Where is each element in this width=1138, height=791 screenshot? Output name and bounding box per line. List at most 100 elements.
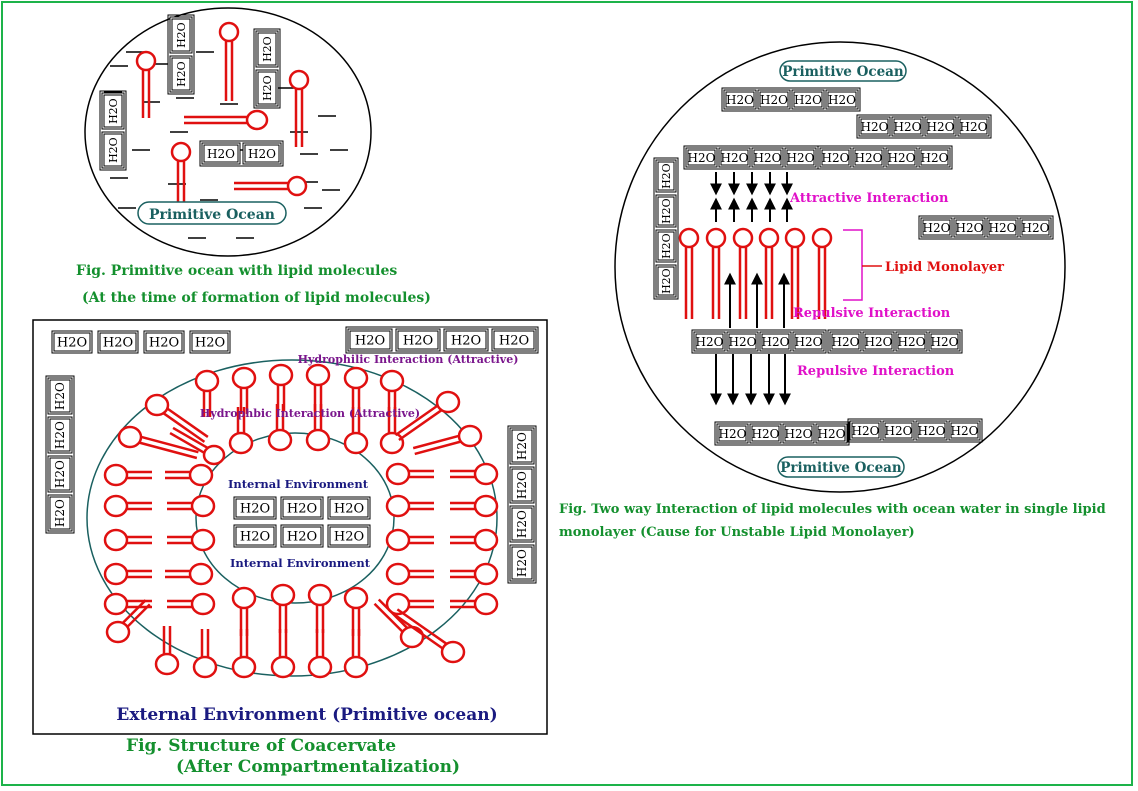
water-molecule-label: H2O <box>726 93 754 107</box>
water-molecule-label: H2O <box>240 502 270 517</box>
fig3-internal-label-2: Internal Environment <box>230 556 371 570</box>
fig3-hydrophobic-label: Hydrophbic Interaction (Attractive) <box>200 407 420 420</box>
water-molecule-label: H2O <box>787 151 815 165</box>
lipid-molecule <box>343 407 369 455</box>
water-molecule-label: H2O <box>515 432 529 460</box>
lipid-molecule <box>103 528 152 552</box>
fig2-repulsive-label-1: Repulsive Interaction <box>793 306 951 321</box>
lipid-molecule <box>385 494 434 518</box>
fig2-repulsive-label-2: Repulsive Interaction <box>797 364 955 379</box>
lipid-molecule <box>231 366 257 414</box>
lipid-molecule <box>270 583 296 633</box>
water-molecule-label: H2O <box>754 151 782 165</box>
water-molecule-label: H2O <box>852 424 880 438</box>
fig3-coacervate: H2O H2O H2O H2O H2O H2O H2O H2O H2O H2O H2O H2O H2O H… <box>32 319 548 735</box>
lipid-molecule <box>165 562 214 586</box>
lipid-molecule <box>393 608 466 664</box>
water-molecule-label: H2O <box>515 549 529 577</box>
fig2-monolayer-label: Lipid Monolayer <box>885 260 1004 275</box>
lipid-molecule <box>167 592 216 616</box>
water-molecule-label: H2O <box>53 382 67 410</box>
lipid-molecule <box>169 426 226 466</box>
lipid-molecule <box>450 528 499 552</box>
water-molecule-label: H2O <box>921 151 949 165</box>
lipid-molecule <box>167 494 216 518</box>
water-molecule-label: H2O <box>53 499 67 527</box>
fig2-lipids <box>678 227 833 319</box>
lipid-molecule <box>343 366 369 414</box>
fig1-lipids <box>135 21 310 205</box>
fig3-internal-label-1: Internal Environment <box>228 477 369 491</box>
fig1-ocean-label: Primitive Ocean <box>149 207 275 223</box>
water-molecule-label: H2O <box>660 198 673 224</box>
water-molecule-label: H2O <box>760 93 788 107</box>
water-molecule-label: H2O <box>149 336 179 351</box>
water-molecule-label: H2O <box>240 530 270 545</box>
lipid-molecule <box>144 393 209 443</box>
water-molecule-label: H2O <box>951 424 979 438</box>
fig3-lipids <box>103 363 499 679</box>
water-molecule-label: H2O <box>927 120 955 134</box>
water-molecule-label: H2O <box>195 336 225 351</box>
fig2-top-ocean-label-box <box>779 60 907 82</box>
lipid-molecule <box>394 390 461 442</box>
fig3-external-label: External Environment (Primitive ocean) <box>116 705 497 725</box>
water-molecule-label: H2O <box>248 147 276 161</box>
water-molecule-label: H2O <box>785 427 813 441</box>
water-molecule-label: H2O <box>729 335 757 349</box>
water-molecule-label: H2O <box>832 335 860 349</box>
water-molecule-label: H2O <box>334 530 364 545</box>
water-molecule-label: H2O <box>794 93 822 107</box>
fig3-caption-line1: Fig. Structure of Coacervate <box>126 736 397 756</box>
lipid-molecule <box>170 141 192 205</box>
fig3-inner-boundary <box>195 432 395 604</box>
water-molecule-label: H2O <box>107 137 120 163</box>
water-molecule-label: H2O <box>898 335 926 349</box>
lipid-molecule <box>103 494 152 518</box>
water-molecule-label: H2O <box>888 151 916 165</box>
water-molecule-label: H2O <box>660 163 673 189</box>
lipid-molecule <box>450 562 499 586</box>
fig2-caption-line2: monolayer (Cause for Unstable Lipid Mono… <box>559 525 915 540</box>
lipid-molecule <box>343 629 369 679</box>
water-molecule-label: H2O <box>721 151 749 165</box>
fig2-bottom-ocean-label: Primitive Ocean <box>780 460 902 476</box>
lipid-molecule <box>385 562 434 586</box>
water-molecule-label: H2O <box>175 22 188 48</box>
water-molecule-label: H2O <box>451 334 481 349</box>
lipid-molecule <box>154 626 180 676</box>
water-molecule-label: H2O <box>828 93 856 107</box>
water-molecule-label: H2O <box>762 335 790 349</box>
lipid-molecule <box>192 629 218 679</box>
lipid-molecule <box>165 463 214 487</box>
fig2-water-molecules: H2O H2O H2O H2O H2O H2O H2O H2O H2O H2O H2O H2O H2O H… <box>653 87 1054 446</box>
lipid-molecule <box>705 227 727 319</box>
water-molecule-label: H2O <box>499 334 529 349</box>
lipid-molecule <box>267 404 293 452</box>
lipid-molecule <box>412 424 483 456</box>
water-molecule-label: H2O <box>53 460 67 488</box>
water-molecule-label: H2O <box>287 530 317 545</box>
water-molecule-label: H2O <box>261 36 274 62</box>
lipid-molecule <box>288 69 310 147</box>
lipid-molecule <box>103 463 152 487</box>
lipid-molecule <box>231 629 257 679</box>
water-molecule-label: H2O <box>885 424 913 438</box>
water-molecule-label: H2O <box>918 424 946 438</box>
lipid-molecule <box>305 404 331 452</box>
lipid-molecule <box>184 109 269 131</box>
water-molecule-label: H2O <box>861 120 889 134</box>
water-molecule-label: H2O <box>53 421 67 449</box>
fig1-caption-line1: Fig. Primitive ocean with lipid molecule… <box>76 263 398 279</box>
water-molecule-label: H2O <box>818 427 846 441</box>
lipid-molecule <box>307 629 333 679</box>
water-molecule-label: H2O <box>57 336 87 351</box>
water-molecule-label: H2O <box>107 98 120 124</box>
water-molecule-label: H2O <box>207 147 235 161</box>
fig2-attractive-label: Attractive Interaction <box>789 191 949 206</box>
lipid-molecule <box>450 592 499 616</box>
